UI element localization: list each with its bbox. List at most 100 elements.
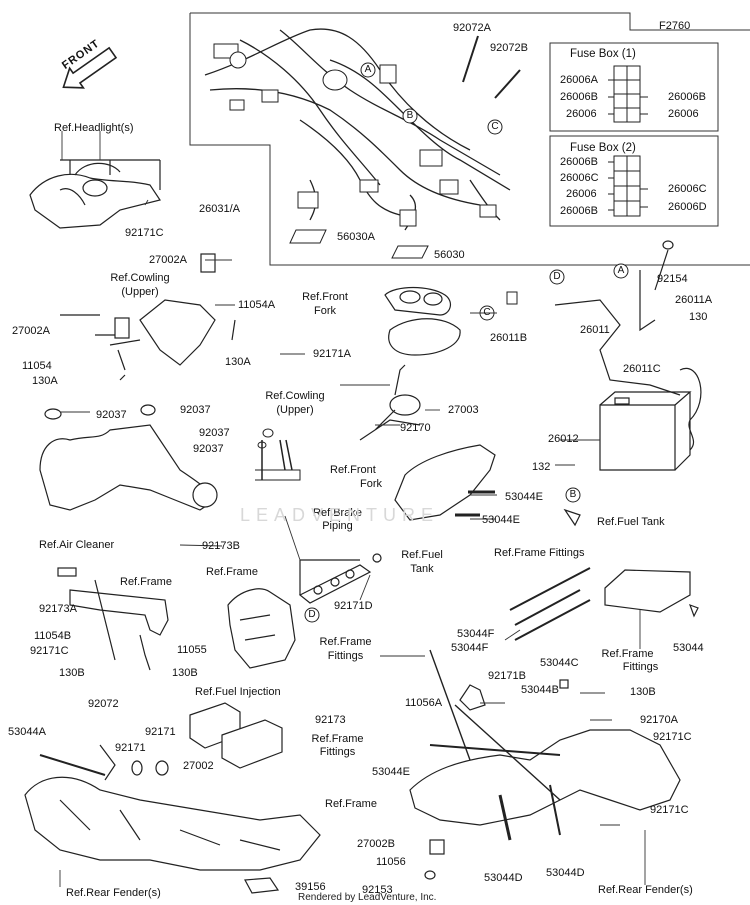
- label-ref-frame-fittings-3a: Ref.Frame: [319, 636, 372, 648]
- label-26012: 26012: [548, 433, 579, 445]
- label-ref-front-fork-2a: Ref.Front: [330, 464, 376, 476]
- fuel-tank-bracket: [394, 444, 581, 527]
- label-ref-frame-2: Ref.Frame: [120, 576, 172, 588]
- label-ref-frame-fittings-4b: Fittings: [319, 746, 356, 758]
- headlight-assembly: [29, 159, 161, 229]
- label-ref-fuel-tank-2a: Ref.Fuel: [401, 549, 443, 561]
- label-ref-front-fork-2b: Fork: [360, 478, 382, 490]
- label-ref-cowling-upper-1b: (Upper): [121, 286, 159, 298]
- label-39156: 39156: [295, 881, 326, 893]
- front-arrow-shape: [62, 46, 118, 89]
- harness-group-outline: [189, 12, 750, 266]
- label-53044A: 53044A: [8, 726, 46, 738]
- label-ref-frame-fittings-2b: Fittings: [622, 661, 659, 673]
- label-92072: 92072: [88, 698, 119, 710]
- air-cleaner-duct: [39, 404, 218, 511]
- label-92171C-2: 92171C: [30, 645, 69, 657]
- label-27003: 27003: [448, 404, 479, 416]
- label-92171D: 92171D: [334, 600, 373, 612]
- label-ref-frame-3: Ref.Frame: [325, 798, 377, 810]
- left-frame-bracket: [57, 567, 169, 671]
- label-ref-fuel-tank-2b: Tank: [410, 563, 434, 575]
- label-26011: 26011: [580, 324, 610, 336]
- label-53044C: 53044C: [540, 657, 579, 669]
- label-92154: 92154: [657, 273, 688, 285]
- label-ref-frame-fittings-1: Ref.Frame Fittings: [494, 547, 585, 559]
- label-ref-front-fork-1a: Ref.Front: [302, 291, 348, 303]
- label-ref-air-cleaner: Ref.Air Cleaner: [39, 539, 115, 551]
- label-53044E-2: 53044E: [482, 514, 520, 526]
- label-130A-2: 130A: [225, 356, 251, 368]
- label-27002A-2: 27002A: [12, 325, 50, 337]
- fuse-box-1-left-2: 26006B: [560, 91, 598, 103]
- label-53044B: 53044B: [521, 684, 559, 696]
- front-fork-clamps: [255, 428, 301, 481]
- callout-d-1: D: [553, 271, 561, 282]
- label-92171-1: 92171: [145, 726, 176, 738]
- label-92171-2: 92171: [115, 742, 146, 754]
- fuse-box-2-left-3: 26006: [566, 188, 597, 200]
- tag-56030: [391, 245, 429, 259]
- fuse-box-2-right-1: 26006C: [668, 183, 707, 195]
- label-ref-front-fork-1b: Fork: [314, 305, 336, 317]
- fuse-box-2-right-2: 26006D: [668, 201, 707, 213]
- label-11054A: 11054A: [238, 299, 276, 311]
- fuse-box-1-left-3: 26006: [566, 108, 597, 120]
- cowling-bracket: [60, 253, 236, 381]
- fuse-box-2-block: [608, 155, 648, 217]
- label-130B-1: 130B: [59, 667, 85, 679]
- footer-credit: Rendered by LeadVenture, Inc.: [298, 892, 437, 903]
- label-53044E-3: 53044E: [372, 766, 410, 778]
- label-27002A-1: 27002A: [149, 254, 187, 266]
- callout-c-1: C: [491, 121, 499, 132]
- label-92037-4: 92037: [193, 443, 224, 455]
- label-11055: 11055: [177, 644, 207, 656]
- watermark: LEADVENTURE: [240, 505, 440, 525]
- label-92171C-1: 92171C: [125, 227, 164, 239]
- label-92170A: 92170A: [640, 714, 678, 726]
- callout-a-1: A: [364, 64, 372, 75]
- harness-connectors: [213, 43, 497, 227]
- rear-frame: [409, 649, 681, 880]
- label-53044F-1: 53044F: [457, 628, 495, 640]
- label-53044E-1: 53044E: [505, 491, 543, 503]
- label-ref-fuel-injection: Ref.Fuel Injection: [195, 686, 281, 698]
- front-frame-piece: [227, 588, 296, 669]
- label-ref-brake-piping-b: Piping: [322, 520, 353, 532]
- fork-clamp-and-horn: [359, 286, 461, 441]
- fuse-box-1-block: [608, 65, 648, 123]
- label-ref-brake-piping-a: Ref.Brake: [313, 507, 362, 519]
- label-130B-2: 130B: [172, 667, 198, 679]
- label-27002B: 27002B: [357, 838, 395, 850]
- label-ref-fuel-tank-1: Ref.Fuel Tank: [597, 516, 665, 528]
- callout-a-2: A: [617, 265, 625, 276]
- label-26011B: 26011B: [490, 332, 528, 344]
- label-ref-cowling-upper-2b: (Upper): [276, 404, 314, 416]
- clip-26011B: [506, 291, 518, 305]
- label-92153: 92153: [362, 884, 393, 896]
- fuse-box-1-panel: [549, 42, 719, 132]
- label-ref-rear-fender-2: Ref.Rear Fender(s): [598, 884, 693, 896]
- label-26011A: 26011A: [675, 294, 713, 306]
- label-92171B: 92171B: [488, 670, 526, 682]
- label-53044: 53044: [673, 642, 704, 654]
- rear-fender-tray: [24, 744, 321, 894]
- label-130A-1: 130A: [32, 375, 58, 387]
- label-27002: 27002: [183, 760, 214, 772]
- label-92171A: 92171A: [313, 348, 351, 360]
- label-53044F-2: 53044F: [451, 642, 489, 654]
- tie-92072B: [494, 69, 521, 99]
- label-56030A: 56030A: [337, 231, 375, 243]
- label-92173B: 92173B: [202, 540, 240, 552]
- fuse-box-1-right-1: 26006B: [668, 91, 706, 103]
- fuel-injection-modules: [189, 702, 283, 769]
- label-132: 132: [532, 461, 551, 473]
- label-11054B: 11054B: [34, 630, 72, 642]
- label-11056A: 11056A: [405, 697, 443, 709]
- fuse-box-2-left-1: 26006B: [560, 156, 598, 168]
- label-ref-cowling-upper-1a: Ref.Cowling: [110, 272, 170, 284]
- label-130B-3: 130B: [630, 686, 656, 698]
- label-130: 130: [689, 311, 708, 323]
